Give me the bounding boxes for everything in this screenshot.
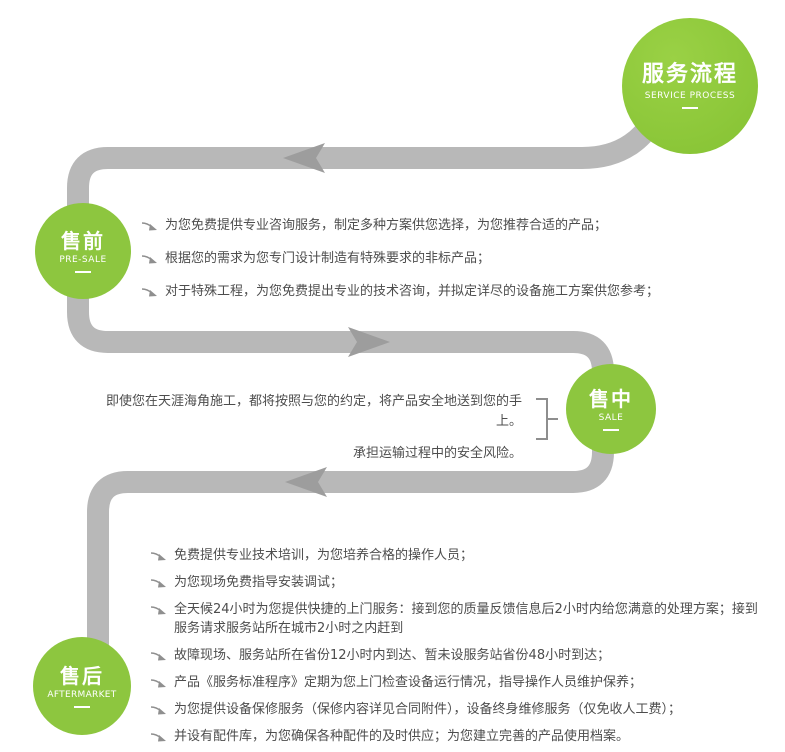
item-text: 承担运输过程中的安全风险。 [352,446,522,461]
sale-bracket-icon [536,398,558,440]
list-item: 免费提供专业技术培训，为您培养合格的操作人员； [150,546,770,565]
arrow-marker-icon [150,552,166,561]
stage-aftermarket-en: AFTERMARKET [47,689,117,700]
item-text: 为您免费提供专业咨询服务，制定多种方案供您选择，为您推荐合适的产品； [165,218,608,233]
item-text: 产品《服务标准程序》定期为您上门检查设备运行情况，指导操作人员维护保养； [174,675,643,690]
item-text: 为您现场免费指导安装调试； [174,575,344,590]
divider-dash [75,270,91,273]
list-item: 为您免费提供专业咨询服务，制定多种方案供您选择，为您推荐合适的产品； [141,216,777,235]
flow-arrow-left-bottom-icon [285,467,327,497]
presale-item-list: 为您免费提供专业咨询服务，制定多种方案供您选择，为您推荐合适的产品； 根据您的需… [141,216,777,301]
arrow-marker-icon [150,606,166,615]
arrow-marker-icon [141,222,157,231]
item-text: 全天候24小时为您提供快捷的上门服务：接到您的质量反馈信息后2小时内给您满意的处… [174,602,758,636]
title-badge: 服务流程 SERVICE PROCESS [622,18,758,154]
arrow-marker-icon [150,579,166,588]
item-text: 并设有配件库，为您确保各种配件的及时供应；为您建立完善的产品使用档案。 [174,729,630,744]
arrow-marker-icon [150,652,166,661]
item-text: 免费提供专业技术培训，为您培养合格的操作人员； [174,548,474,563]
arrow-marker-icon [141,288,157,297]
item-text: 根据您的需求为您专门设计制造有特殊要求的非标产品； [165,251,491,266]
sale-item-list: 即使您在天涯海角施工，都将按照与您的约定，将产品安全地送到您的手上。 承担运输过… [88,392,522,464]
list-item: 对于特殊工程，为您免费提出专业的技术咨询，并拟定详尽的设备施工方案供您参考； [141,282,777,301]
list-item: 为您现场免费指导安装调试； [150,573,770,592]
stage-sale-en: SALE [598,412,624,423]
divider-dash [682,106,698,109]
list-item: 故障现场、服务站所在省份12小时内到达、暂未设服务站省份48小时到达； [150,646,770,665]
stage-aftermarket-zh: 售后 [60,663,104,688]
divider-dash [74,705,90,708]
list-item: 为您提供设备保修服务（保修内容详见合同附件），设备终身维修服务（仅免收人工费）； [150,700,770,719]
item-text: 为您提供设备保修服务（保修内容详见合同附件），设备终身维修服务（仅免收人工费）； [174,702,682,717]
title-en: SERVICE PROCESS [644,90,736,101]
flow-arrow-left-top-icon [283,143,325,173]
stage-presale-en: PRE-SALE [59,254,107,265]
stage-circle-sale: 售中 SALE [566,364,656,454]
list-item: 全天候24小时为您提供快捷的上门服务：接到您的质量反馈信息后2小时内给您满意的处… [150,600,770,638]
stage-circle-presale: 售前 PRE-SALE [35,203,131,299]
list-item: 产品《服务标准程序》定期为您上门检查设备运行情况，指导操作人员维护保养； [150,673,770,692]
list-item: 根据您的需求为您专门设计制造有特殊要求的非标产品； [141,249,777,268]
stage-circle-aftermarket: 售后 AFTERMARKET [33,637,131,735]
flow-path [67,98,673,662]
title-zh: 服务流程 [641,62,738,88]
stage-presale-zh: 售前 [61,228,105,253]
item-text: 故障现场、服务站所在省份12小时内到达、暂未设服务站省份48小时到达； [174,648,611,663]
flow-arrow-right-middle-icon [348,327,390,357]
item-text: 即使您在天涯海角施工，都将按照与您的约定，将产品安全地送到您的手上。 [105,394,522,429]
arrow-marker-icon [150,733,166,742]
item-text: 对于特殊工程，为您免费提出专业的技术咨询，并拟定详尽的设备施工方案供您参考； [165,284,660,299]
arrow-marker-icon [150,706,166,715]
aftermarket-item-list: 免费提供专业技术培训，为您培养合格的操作人员； 为您现场免费指导安装调试； 全天… [150,546,770,746]
divider-dash [603,428,619,431]
stage-sale-zh: 售中 [589,386,633,411]
list-item: 并设有配件库，为您确保各种配件的及时供应；为您建立完善的产品使用档案。 [150,727,770,746]
arrow-marker-icon [150,679,166,688]
arrow-marker-icon [141,255,157,264]
